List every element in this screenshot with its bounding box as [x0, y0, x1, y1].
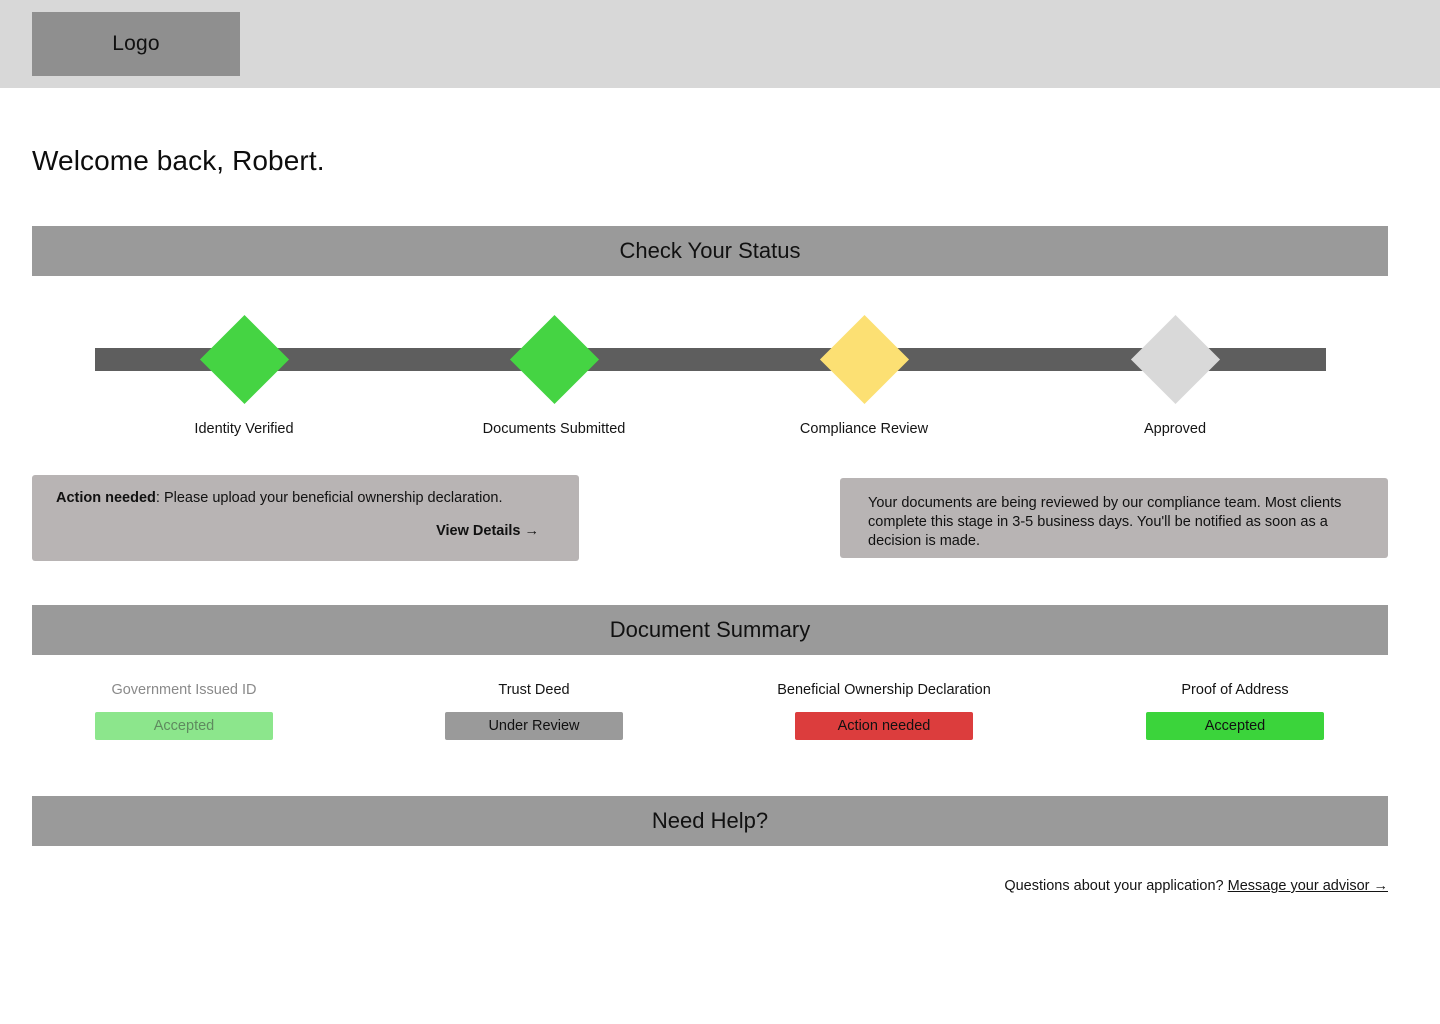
- progress-step-documents-submitted[interactable]: Documents Submitted: [454, 300, 654, 437]
- action-needed-panel: Action needed: Please upload your benefi…: [32, 475, 579, 561]
- diamond-icon-step-1: [199, 314, 289, 405]
- progress-step-label: Identity Verified: [194, 421, 294, 437]
- compliance-info-panel: Your documents are being reviewed by our…: [840, 478, 1388, 558]
- help-footer: Questions about your application? Messag…: [32, 878, 1388, 894]
- help-question: Questions about your application?: [1004, 878, 1224, 894]
- status-badge[interactable]: Accepted: [1146, 712, 1324, 740]
- document-summary-list: Government Issued ID Accepted Trust Deed…: [0, 682, 1440, 772]
- progress-rail: [95, 348, 1326, 371]
- action-needed-strong: Action needed: [56, 490, 156, 506]
- page-title: Welcome back, Robert.: [32, 145, 325, 176]
- top-navigation-bar: Logo: [0, 0, 1440, 88]
- document-card-beneficial-ownership-declaration: Beneficial Ownership Declaration Action …: [734, 682, 1034, 740]
- view-details-row: View Details →: [56, 522, 561, 540]
- document-label: Government Issued ID: [111, 682, 257, 698]
- section-header-help: Need Help?: [32, 796, 1388, 846]
- progress-step-approved[interactable]: Approved: [1075, 300, 1275, 437]
- compliance-info-text: Your documents are being reviewed by our…: [868, 495, 1342, 549]
- progress-step-identity-verified[interactable]: Identity Verified: [144, 300, 344, 437]
- progress-step-label: Approved: [1143, 421, 1207, 437]
- document-label: Trust Deed: [498, 682, 570, 698]
- action-needed-text: Action needed: Please upload your benefi…: [56, 489, 561, 508]
- view-details-link[interactable]: View Details →: [436, 523, 539, 539]
- logo-label: Logo: [112, 32, 160, 55]
- progress-step-label: Compliance Review: [799, 421, 929, 437]
- section-header-status: Check Your Status: [32, 226, 1388, 276]
- message-advisor-link[interactable]: Message your advisor →: [1227, 878, 1388, 894]
- diamond-icon-step-2: [509, 314, 599, 405]
- document-label: Beneficial Ownership Declaration: [777, 682, 991, 698]
- action-needed-body: : Please upload your beneficial ownershi…: [155, 490, 503, 506]
- section-header-documents-label: Document Summary: [609, 617, 811, 642]
- progress-step-compliance-review[interactable]: Compliance Review: [764, 300, 964, 437]
- document-label: Proof of Address: [1181, 682, 1289, 698]
- document-card-proof-of-address: Proof of Address Accepted: [1085, 682, 1385, 740]
- diamond-icon-step-3: [819, 314, 909, 405]
- status-badge[interactable]: Action needed: [795, 712, 973, 740]
- status-badge[interactable]: Accepted: [95, 712, 273, 740]
- logo[interactable]: Logo: [32, 12, 240, 76]
- document-card-government-issued-id: Government Issued ID Accepted: [34, 682, 334, 740]
- status-badge[interactable]: Under Review: [445, 712, 623, 740]
- document-card-trust-deed: Trust Deed Under Review: [384, 682, 684, 740]
- progress-tracker: Identity Verified Documents Submitted Co…: [0, 300, 1440, 450]
- progress-step-label: Documents Submitted: [482, 421, 626, 437]
- section-header-documents: Document Summary: [32, 605, 1388, 655]
- section-header-status-label: Check Your Status: [619, 238, 801, 263]
- section-header-help-label: Need Help?: [651, 808, 769, 833]
- diamond-icon-step-4: [1130, 314, 1220, 405]
